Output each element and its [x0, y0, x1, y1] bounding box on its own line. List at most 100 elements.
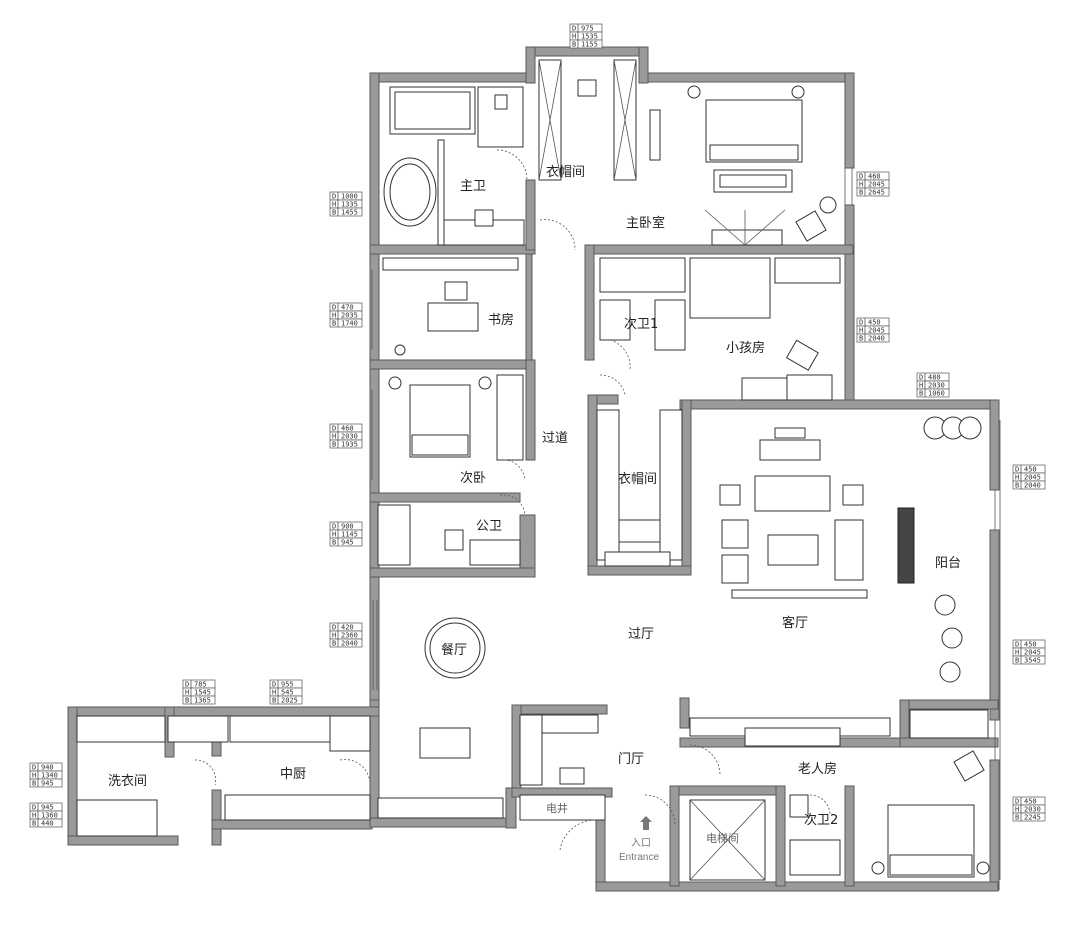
dimension-key: B: [919, 390, 923, 398]
label-elevator: 电梯间: [706, 832, 739, 845]
dimension-value: 945: [41, 780, 54, 788]
dimension-key: H: [332, 531, 336, 539]
dimension-key: B: [332, 441, 336, 449]
dimension-tag-cell: [856, 187, 890, 197]
dimension-tag-cell: [269, 695, 303, 705]
dimension-key: B: [272, 697, 276, 705]
label-dining: 餐厅: [441, 642, 467, 658]
dimension-value: 545: [281, 689, 294, 697]
dimension-tag-cell: [1012, 812, 1046, 822]
dimension-key: D: [859, 319, 863, 327]
dimension-key: D: [1015, 798, 1019, 806]
dimension-key: D: [32, 804, 36, 812]
dimension-tag-cell: [1012, 480, 1046, 490]
dimension-value: 785: [194, 681, 207, 689]
room-labels: 主卫 衣帽间 主卧室 书房 次卫1 小孩房 次卧 过道 衣帽间 公卫 客厅 阳台…: [108, 164, 961, 845]
dimension-value: 2245: [1024, 814, 1041, 822]
entrance-cn-label: 入口: [631, 838, 651, 849]
dimension-value: 2040: [341, 640, 358, 648]
label-kids-room: 小孩房: [726, 340, 765, 356]
dimension-value: 450: [1024, 641, 1037, 649]
dimension-key: D: [272, 681, 276, 689]
dimension-value: 460: [868, 173, 881, 181]
dimension-tag-cell: [29, 818, 63, 828]
entrance-en-label: Entrance: [619, 852, 659, 863]
walls: [67, 46, 1000, 892]
dimension-value: 450: [1024, 466, 1037, 474]
dimension-key: D: [185, 681, 189, 689]
label-elec-shaft: 电井: [546, 801, 568, 815]
label-closet-mid: 衣帽间: [618, 471, 657, 487]
dimension-key: B: [332, 539, 336, 547]
label-hall: 过厅: [628, 627, 654, 642]
dimension-value: 1060: [928, 390, 945, 398]
dimension-value: 1000: [341, 193, 358, 201]
dimension-key: D: [572, 25, 576, 33]
dimension-value: 1740: [341, 320, 358, 328]
dimension-key: H: [1015, 649, 1019, 657]
doors: [194, 149, 831, 851]
dimension-value: 2360: [341, 632, 358, 640]
dimension-key: H: [919, 382, 923, 390]
dimension-key: H: [32, 772, 36, 780]
label-living: 客厅: [782, 615, 808, 631]
dimension-tag-cell: [1012, 655, 1046, 665]
dimension-tag-cell: [916, 388, 950, 398]
dimension-key: H: [185, 689, 189, 697]
dimension-value: 2030: [928, 382, 945, 390]
dimension-key: D: [1015, 466, 1019, 474]
dimension-value: 2045: [1024, 649, 1041, 657]
dimension-key: H: [32, 812, 36, 820]
dimension-tag-cell: [329, 318, 363, 328]
dimension-key: D: [919, 374, 923, 382]
dimension-value: 2025: [281, 697, 298, 705]
dimension-key: B: [859, 335, 863, 343]
dimension-key: H: [859, 181, 863, 189]
dimension-key: D: [332, 425, 336, 433]
dimension-key: D: [1015, 641, 1019, 649]
dimension-tag-cell: [29, 778, 63, 788]
dimension-key: D: [332, 523, 336, 531]
dimension-tag-cell: [329, 537, 363, 547]
label-laundry: 洗衣间: [108, 773, 147, 789]
dimension-key: H: [332, 632, 336, 640]
dimension-value: 3545: [1024, 657, 1041, 665]
label-study: 书房: [488, 312, 514, 328]
dimension-key: D: [32, 764, 36, 772]
dimension-value: 940: [41, 764, 54, 772]
dimension-tag-cell: [329, 207, 363, 217]
label-elder-room: 老人房: [798, 761, 837, 777]
dimension-key: H: [272, 689, 276, 697]
label-balcony: 阳台: [935, 556, 961, 571]
dimension-value: 1935: [341, 441, 358, 449]
dimension-value: 1545: [194, 689, 211, 697]
dimension-value: 1360: [41, 812, 58, 820]
label-corridor: 过道: [542, 431, 568, 446]
dimension-value: 1365: [194, 697, 211, 705]
dimension-tag-cell: [856, 333, 890, 343]
dimension-value: 2045: [868, 181, 885, 189]
dimension-value: 420: [341, 624, 354, 632]
dimension-key: B: [572, 41, 576, 49]
dimension-value: 2040: [868, 335, 885, 343]
dimension-key: H: [332, 433, 336, 441]
dimension-key: B: [332, 209, 336, 217]
dimension-tag-cell: [329, 638, 363, 648]
dimension-value: 1455: [341, 209, 358, 217]
dimension-key: H: [1015, 806, 1019, 814]
dimension-key: H: [572, 33, 576, 41]
dimension-value: 2035: [341, 312, 358, 320]
dimension-value: 945: [41, 804, 54, 812]
dimension-key: D: [332, 193, 336, 201]
